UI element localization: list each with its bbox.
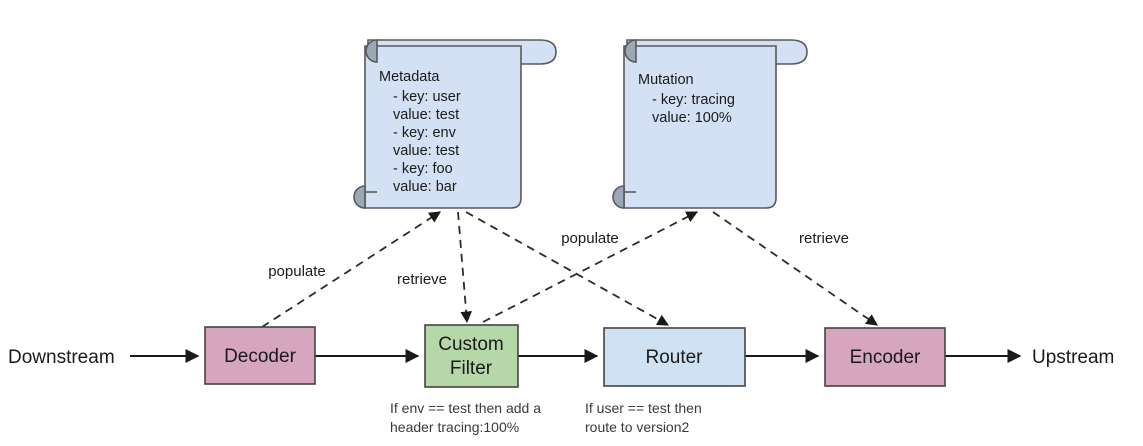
edge-label-retrieve-mutation: retrieve — [799, 230, 849, 247]
caption-router-line1: If user == test then — [585, 400, 702, 416]
edge-label-populate-metadata: populate — [268, 263, 326, 280]
caption-custom-filter-line2: header tracing:100% — [390, 419, 519, 435]
scroll-mutation-line-2: value: 100% — [652, 110, 732, 126]
scroll-metadata-top-curl — [365, 39, 378, 63]
caption-router-line2: route to version2 — [585, 419, 689, 435]
node-decoder-box[interactable] — [204, 326, 316, 385]
node-decoder-label: Decoder — [224, 346, 296, 367]
edge-metadata-to-router — [465, 211, 670, 326]
caption-custom-filter-line1: If env == test then add a — [390, 400, 541, 416]
node-decoder[interactable]: Decoder — [204, 326, 316, 385]
edge-custom-filter-to-mutation — [482, 211, 699, 323]
edge-decoder-to-metadata — [261, 211, 441, 328]
edge-mutation-to-encoder — [712, 211, 878, 326]
node-encoder[interactable]: Encoder — [824, 327, 946, 387]
node-custom-filter-label-line2: Filter — [450, 358, 493, 379]
scroll-metadata-line-6: value: bar — [393, 179, 457, 195]
scroll-mutation-body — [623, 45, 777, 209]
scroll-metadata: Metadata - key: user value: test - key: … — [353, 39, 557, 209]
scroll-mutation-top-curl — [624, 39, 637, 63]
endpoint-label-downstream: Downstream — [8, 347, 115, 368]
node-custom-filter-label-line1: Custom — [438, 334, 503, 355]
scroll-metadata-line-2: value: test — [393, 107, 459, 123]
scroll-mutation-bottom-curl — [612, 185, 625, 209]
node-encoder-box[interactable] — [824, 327, 946, 387]
scroll-mutation-title: Mutation — [638, 72, 694, 88]
node-router[interactable]: Router — [603, 327, 746, 387]
scroll-metadata-body — [364, 45, 522, 209]
node-router-label: Router — [645, 347, 703, 368]
node-router-box[interactable] — [603, 327, 746, 387]
scroll-metadata-bottom-curl — [353, 185, 366, 209]
edge-label-populate-mutation: populate — [561, 230, 619, 247]
node-encoder-label: Encoder — [850, 347, 921, 368]
edge-label-retrieve-metadata: retrieve — [397, 271, 447, 288]
node-custom-filter-box[interactable] — [424, 324, 519, 388]
edge-metadata-to-custom-filter — [457, 211, 472, 324]
endpoint-label-upstream: Upstream — [1032, 347, 1114, 368]
scroll-metadata-line-3: - key: env — [393, 125, 457, 141]
scroll-metadata-line-5: - key: foo — [393, 161, 453, 177]
scroll-metadata-line-1: - key: user — [393, 89, 461, 105]
scroll-metadata-line-4: value: test — [393, 143, 459, 159]
scroll-mutation: Mutation - key: tracing value: 100% — [612, 39, 808, 209]
scroll-metadata-title: Metadata — [379, 69, 440, 85]
scroll-mutation-line-1: - key: tracing — [652, 92, 735, 108]
node-custom-filter[interactable]: Custom Filter — [424, 324, 519, 388]
